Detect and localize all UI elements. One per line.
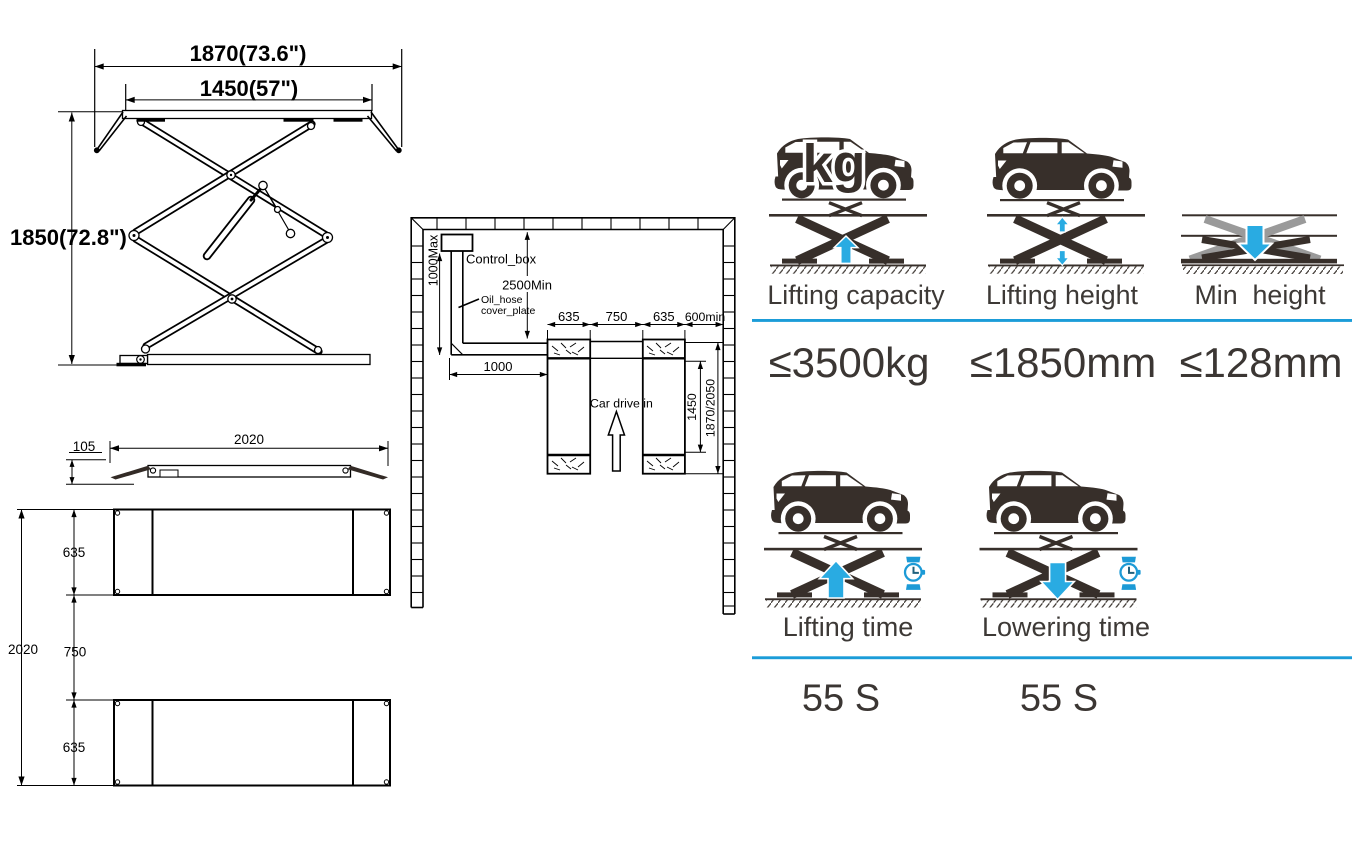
svg-text:1450: 1450 [685, 393, 699, 421]
svg-text:635: 635 [63, 740, 86, 755]
svg-text:≤128mm: ≤128mm [1179, 339, 1342, 386]
svg-text:≤1850mm: ≤1850mm [970, 339, 1156, 386]
svg-text:Min height: Min height [1194, 280, 1326, 310]
svg-text:750: 750 [64, 645, 87, 660]
svg-text:2020: 2020 [8, 642, 38, 657]
svg-text:1000Max: 1000Max [427, 234, 441, 286]
svg-text:1000: 1000 [484, 359, 513, 374]
svg-text:Lifting time: Lifting time [783, 612, 914, 642]
svg-text:1850(72.8"): 1850(72.8") [10, 225, 127, 250]
svg-text:2500Min: 2500Min [502, 278, 552, 293]
svg-text:Lifting height: Lifting height [986, 280, 1139, 310]
svg-text:2020: 2020 [234, 432, 264, 447]
svg-text:105: 105 [73, 439, 96, 454]
svg-text:55 S: 55 S [802, 678, 880, 720]
svg-text:Car drive in: Car drive in [590, 397, 653, 411]
svg-text:635: 635 [63, 545, 86, 560]
svg-text:55 S: 55 S [1020, 678, 1098, 720]
svg-text:635: 635 [558, 309, 580, 324]
svg-text:1870(73.6"): 1870(73.6") [190, 41, 307, 66]
svg-text:kg: kg [802, 134, 865, 194]
svg-text:1870/2050: 1870/2050 [704, 379, 718, 437]
svg-text:750: 750 [606, 309, 628, 324]
svg-text:cover_plate: cover_plate [481, 305, 535, 317]
svg-text:Control_box: Control_box [466, 252, 537, 267]
svg-text:Lifting capacity: Lifting capacity [767, 280, 945, 310]
svg-text:Lowering time: Lowering time [982, 612, 1150, 642]
svg-text:≤3500kg: ≤3500kg [769, 339, 930, 386]
svg-text:1450(57"): 1450(57") [200, 76, 299, 101]
svg-text:635: 635 [653, 309, 675, 324]
svg-text:600min: 600min [685, 310, 725, 324]
svg-text:Oil_hose: Oil_hose [481, 294, 523, 306]
